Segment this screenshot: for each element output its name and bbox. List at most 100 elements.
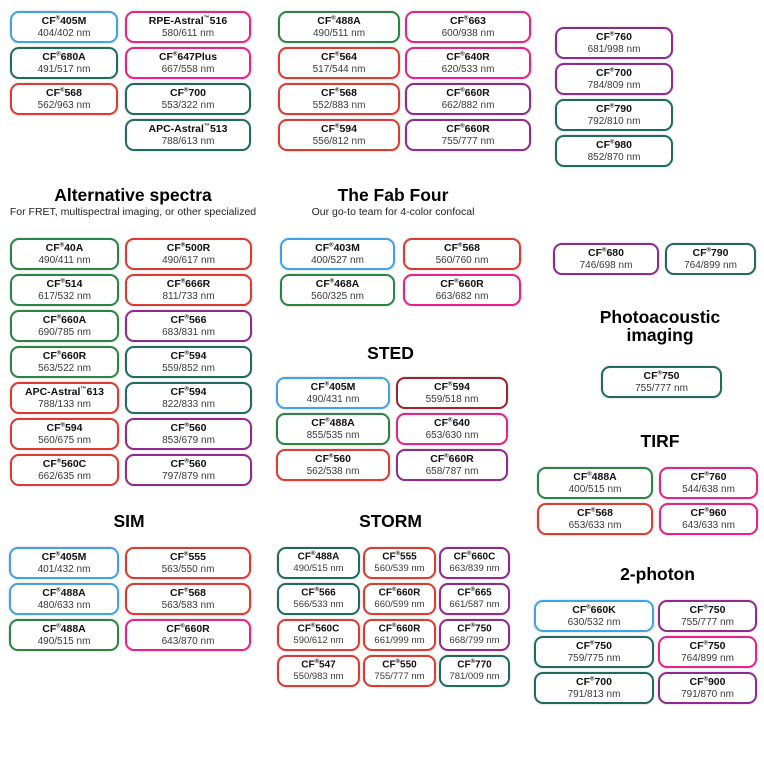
dye-name: CF®640: [434, 416, 470, 429]
dye-wavelengths: 490/511 nm: [312, 27, 366, 39]
dye-name: CF®790: [596, 102, 632, 115]
dye-name: CF®700: [576, 675, 612, 688]
dye-wavelengths: 661/999 nm: [374, 634, 425, 646]
dye-name: CF®488A: [42, 622, 86, 635]
dye-wavelengths: 755/777 nm: [635, 382, 688, 394]
section-title: The Fab Four: [337, 185, 449, 205]
dye-name: CF®700: [596, 66, 632, 79]
section-subtitle: Our go-to team for 4-color confocal: [311, 206, 475, 219]
dye-wavelengths: 643/633 nm: [682, 519, 735, 531]
dye-wavelengths: 490/515 nm: [293, 562, 344, 574]
dye-wavelengths: 643/870 nm: [161, 635, 215, 647]
dye-wavelengths: 781/009 nm: [449, 670, 500, 682]
dye-wavelengths: 755/777 nm: [441, 135, 495, 147]
section-title: SIM: [113, 511, 145, 531]
dye-name: CF®660R: [378, 623, 421, 635]
dye-wavelengths: 491/517 nm: [37, 63, 91, 75]
dye-wavelengths: 559/852 nm: [162, 362, 215, 374]
section-header-tirf: TIRF: [575, 431, 745, 451]
section-title: STED: [367, 343, 414, 363]
section-header-alternative-spectra: Alternative spectra For FRET, multispect…: [0, 185, 266, 219]
dye-name: CF®403M: [315, 241, 360, 254]
dye-wavelengths: 401/432 nm: [37, 563, 91, 575]
dye-name: CF®663: [450, 14, 486, 27]
dye-wavelengths: 556/812 nm: [312, 135, 366, 147]
dye-wavelengths: 822/833 nm: [162, 398, 215, 410]
dye-wavelengths: 562/963 nm: [37, 99, 91, 111]
dye-name: CF®405M: [41, 550, 87, 563]
dye-name: CF®568: [46, 86, 82, 99]
section-title: Alternative spectra: [54, 185, 212, 205]
dye-name: CF®514: [46, 277, 83, 290]
dye-name: CF®560C: [42, 457, 87, 470]
dye-name: CF®760: [690, 470, 727, 483]
dye-wavelengths: 653/630 nm: [425, 429, 479, 441]
dye-wavelengths: 553/322 nm: [161, 99, 215, 111]
dye-wavelengths: 667/558 nm: [161, 63, 215, 75]
dye-name: CF®660R: [446, 86, 490, 99]
dye-name: CF®980: [596, 138, 632, 151]
dye-name: CF®468A: [315, 277, 360, 290]
dye-wavelengths: 560/539 nm: [374, 562, 425, 574]
dye-wavelengths: 759/775 nm: [567, 652, 621, 664]
dye-name: CF®666R: [166, 277, 211, 290]
dye-name: CF®647Plus: [158, 50, 218, 63]
dye-wavelengths: 663/682 nm: [435, 290, 489, 302]
dye-name: CF®40A: [45, 241, 84, 254]
dye-wavelengths: 617/532 nm: [38, 290, 91, 302]
dye-name: CF®405M: [310, 380, 356, 393]
dye-wavelengths: 681/998 nm: [587, 43, 641, 55]
dye-name: CF®700: [170, 86, 206, 99]
dye-name: CF®640R: [446, 50, 490, 63]
section-title: TIRF: [640, 431, 680, 451]
dye-wavelengths: 552/883 nm: [312, 99, 366, 111]
dye-name: CF®680: [588, 246, 624, 259]
dye-name: CF®750: [643, 369, 680, 382]
dye-name: CF®594: [170, 385, 207, 398]
dye-name: CF®488A: [573, 470, 617, 483]
dye-wavelengths: 620/533 nm: [441, 63, 495, 75]
section-header-two-photon: 2-photon: [560, 565, 755, 584]
section-header-storm: STORM: [268, 512, 513, 531]
dye-name: CF®900: [689, 675, 726, 688]
dye-name: CF®568: [170, 586, 206, 599]
dye-name: CF®594: [321, 122, 357, 135]
dye-name: CF®594: [46, 421, 83, 434]
